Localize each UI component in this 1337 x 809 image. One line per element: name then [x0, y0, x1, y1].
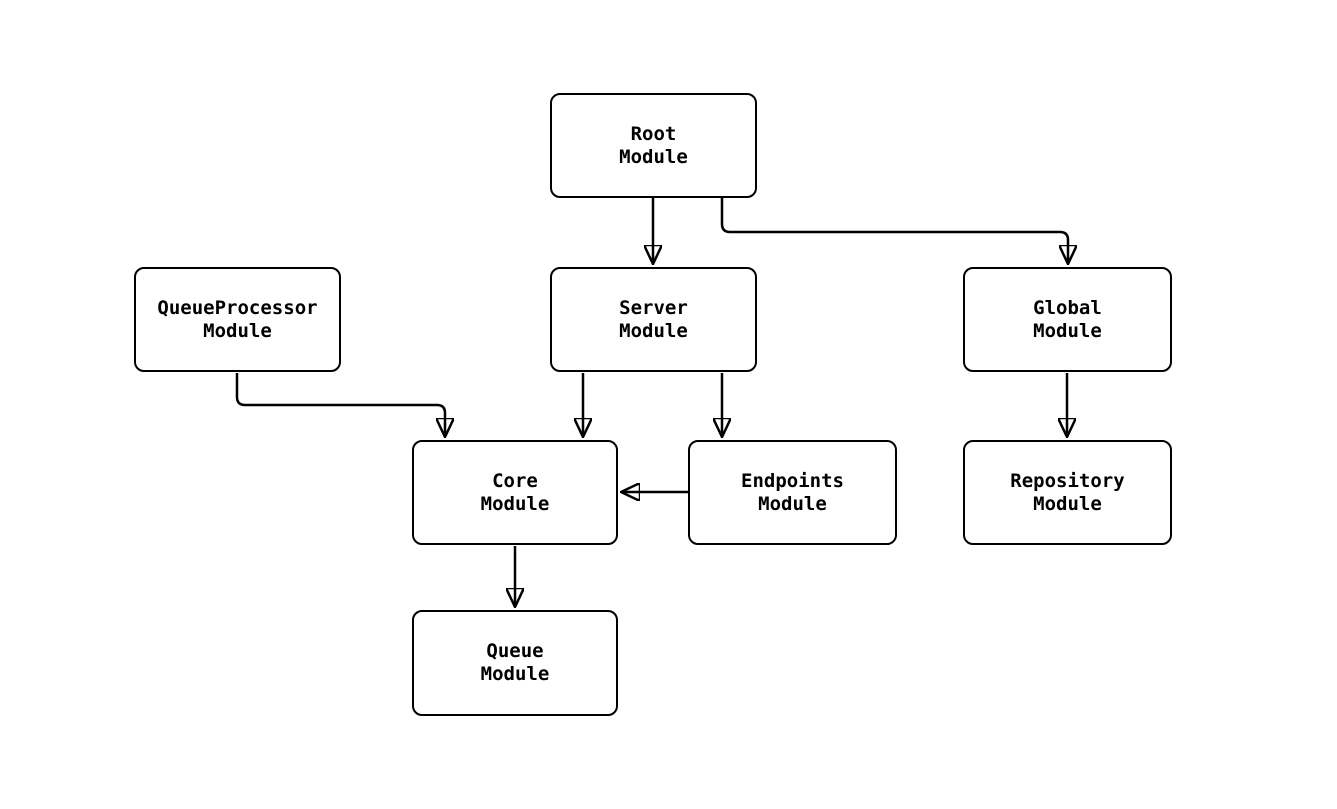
node-label-line: Module [1033, 492, 1102, 515]
node-label-line: Module [758, 492, 827, 515]
node-label-line: Module [619, 145, 688, 168]
edge-root-to-global [720, 198, 1068, 264]
node-label-line: QueueProcessor [157, 296, 318, 319]
node-label-line: Module [480, 492, 550, 515]
node-label-line: Core [492, 469, 538, 492]
node-root-module: Root Module [550, 93, 757, 198]
node-label-line: Root [630, 122, 677, 145]
node-label-line: Server [619, 296, 688, 319]
node-label-line: Module [619, 319, 688, 342]
node-global-module: Global Module [963, 267, 1172, 372]
node-endpoints-module: Endpoints Module [688, 440, 897, 545]
node-label-line: Repository [1010, 469, 1125, 492]
node-label-line: Queue [486, 640, 544, 662]
node-label-line: Module [1033, 319, 1102, 342]
node-queueprocessor-module: QueueProcessor Module [134, 267, 341, 372]
node-server-module: Server Module [550, 267, 757, 372]
node-label-line: Module [203, 319, 272, 342]
node-repository-module: Repository Module [963, 440, 1172, 545]
node-core-module: Core Module [412, 440, 618, 545]
node-label-line: Module [480, 663, 550, 685]
node-queue-module: Queue Module [412, 610, 618, 716]
node-label-line: Endpoints [741, 469, 844, 492]
node-label-line: Global [1033, 296, 1102, 319]
edge-queueprocessor-to-core [235, 373, 445, 437]
